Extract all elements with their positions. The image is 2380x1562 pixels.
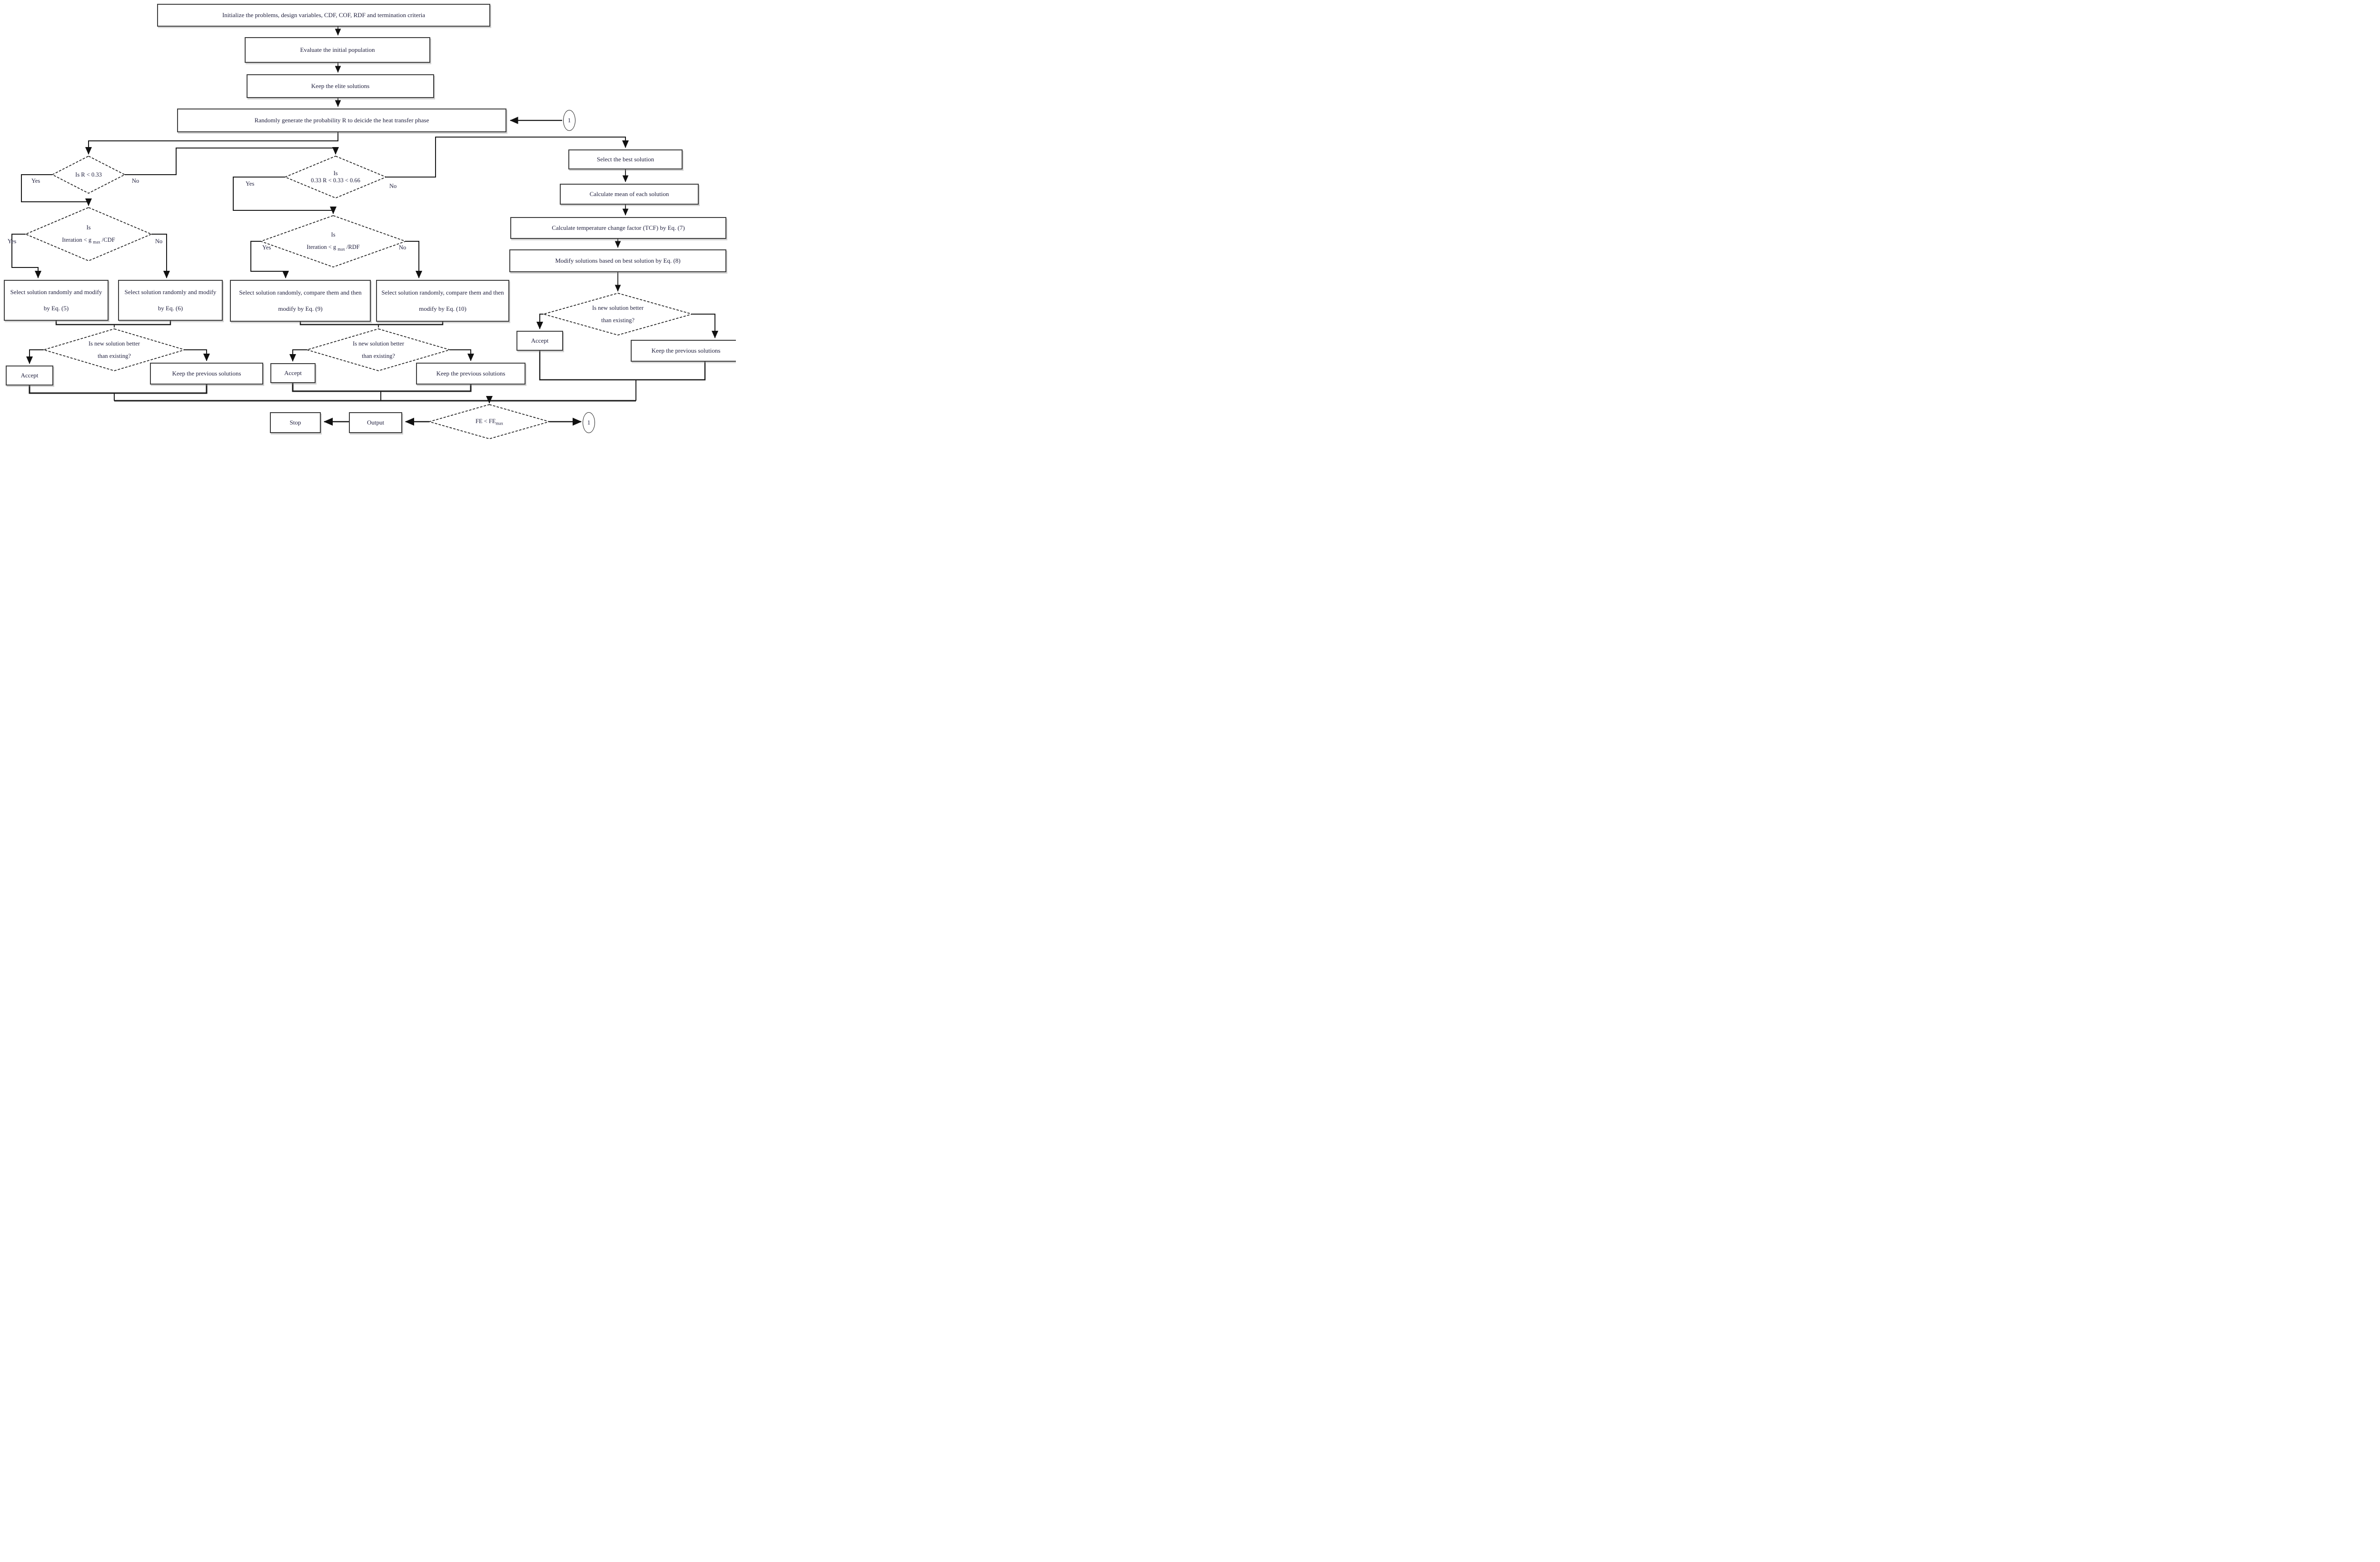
loop-circle-top-label: 1 xyxy=(567,117,571,124)
edge-rcheck-yes-cdf xyxy=(21,174,92,206)
edge-better3-keep xyxy=(692,314,718,338)
init-box: Initialize the problems, design variable… xyxy=(157,4,490,27)
modify-box: Modify solutions based on best solution … xyxy=(509,249,726,272)
loop-circle-bottom: 1 xyxy=(583,412,595,433)
no-text: No xyxy=(132,178,139,184)
output-box: Output xyxy=(349,412,402,433)
eq9-label: Select solution randomly, compare them a… xyxy=(239,289,362,312)
best-solution-label: Select the best solution xyxy=(596,156,654,163)
mid-check-yes-label: Yes xyxy=(246,180,254,188)
edge-rdf-no-eq10 xyxy=(406,241,422,278)
mean-box: Calculate mean of each solution xyxy=(560,184,699,205)
eq10-label: Select solution randomly, compare them a… xyxy=(381,289,504,312)
yes-text: Yes xyxy=(262,244,271,251)
better2-diamond-shape xyxy=(305,328,452,371)
r-check-no-label: No xyxy=(132,178,139,185)
accept-right-box: Accept xyxy=(516,331,563,351)
flowchart-canvas: Initialize the problems, design variable… xyxy=(0,0,736,440)
edge-better3-accept xyxy=(536,314,544,329)
eq5-label: Select solution randomly and modify by E… xyxy=(10,288,102,312)
tcf-box: Calculate temperature change factor (TCF… xyxy=(510,217,726,239)
keep-right-box: Keep the previous solutions xyxy=(631,340,736,362)
edge-better2-accept xyxy=(289,349,307,362)
mid-check-no-label: No xyxy=(389,183,397,190)
r-check-yes-label: Yes xyxy=(31,178,40,185)
eq5-box: Select solution randomly and modify by E… xyxy=(4,280,109,321)
stop-box: Stop xyxy=(270,412,321,433)
flow-connectors xyxy=(11,27,718,439)
edge-better1-keep xyxy=(185,349,210,361)
keep-mid-box: Keep the previous solutions xyxy=(416,363,526,385)
yes-text: Yes xyxy=(246,180,255,187)
modify-label: Modify solutions based on best solution … xyxy=(555,257,681,265)
eq9-box: Select solution randomly, compare them a… xyxy=(230,280,371,322)
keep-left-label: Keep the previous solutions xyxy=(172,370,241,377)
rdf-no-label: No xyxy=(399,244,406,251)
cdf-no-label: No xyxy=(155,238,162,245)
init-label: Initialize the problems, design variable… xyxy=(222,11,426,19)
keep-right-label: Keep the previous solutions xyxy=(651,347,721,355)
evaluate-box: Evaluate the initial population xyxy=(245,37,430,63)
edge-random-rcheck xyxy=(85,132,338,155)
accept-mid-label: Accept xyxy=(284,369,302,377)
output-label: Output xyxy=(367,419,385,426)
accept-left-box: Accept xyxy=(6,366,53,386)
accept-left-label: Accept xyxy=(20,372,39,379)
loop-circle-top: 1 xyxy=(563,110,575,131)
edge-eq9-eq10-merge xyxy=(299,322,444,326)
eq6-label: Select solution randomly and modify by E… xyxy=(124,288,217,312)
accept-right-label: Accept xyxy=(531,337,549,345)
better3-diamond-shape xyxy=(542,293,694,336)
fe-check-diamond-shape xyxy=(427,404,551,439)
cdf-yes-label: Yes xyxy=(8,238,16,245)
bus-mid-pair xyxy=(292,383,472,392)
yes-text: Yes xyxy=(8,238,17,245)
best-solution-box: Select the best solution xyxy=(568,149,683,169)
eq10-box: Select solution randomly, compare them a… xyxy=(376,280,509,322)
no-text: No xyxy=(389,183,397,189)
edge-cdf-no-eq6 xyxy=(151,234,170,278)
edge-rcheck-no-midcheck xyxy=(125,147,339,175)
no-text: No xyxy=(155,238,163,245)
yes-text: Yes xyxy=(31,178,40,184)
edge-midcheck-yes-rdf xyxy=(233,177,337,214)
mid-check-diamond-shape xyxy=(284,156,387,198)
better1-diamond-shape xyxy=(42,328,186,371)
tcf-label: Calculate temperature change factor (TCF… xyxy=(552,224,685,232)
cdf-check-diamond-shape xyxy=(24,207,153,261)
rdf-yes-label: Yes xyxy=(262,244,271,251)
edge-midcheck-no-best xyxy=(386,137,629,178)
mean-label: Calculate mean of each solution xyxy=(589,190,669,198)
stop-label: Stop xyxy=(289,419,301,426)
edge-cdf-yes-eq5 xyxy=(11,234,41,278)
edge-better2-keep xyxy=(450,349,474,361)
rdf-check-diamond-shape xyxy=(259,215,407,267)
eq6-box: Select solution randomly and modify by E… xyxy=(118,280,223,321)
no-text: No xyxy=(399,244,407,251)
edge-rdf-yes-eq9 xyxy=(250,241,289,278)
random-r-label: Randomly generate the probability R to d… xyxy=(254,117,429,124)
evaluate-label: Evaluate the initial population xyxy=(300,46,375,54)
elite-label: Keep the elite solutions xyxy=(311,82,370,90)
edge-better1-accept xyxy=(26,349,44,364)
loop-circle-bottom-label: 1 xyxy=(587,419,591,426)
elite-box: Keep the elite solutions xyxy=(247,74,434,98)
keep-left-box: Keep the previous solutions xyxy=(150,363,263,385)
accept-mid-box: Accept xyxy=(270,363,316,383)
bus-left-pair xyxy=(29,385,208,394)
bus-right-pair xyxy=(539,351,706,381)
edge-eq5-eq6-merge xyxy=(55,321,171,326)
random-r-box: Randomly generate the probability R to d… xyxy=(177,109,506,132)
r-check-diamond-shape xyxy=(51,156,126,194)
keep-mid-label: Keep the previous solutions xyxy=(436,370,506,377)
